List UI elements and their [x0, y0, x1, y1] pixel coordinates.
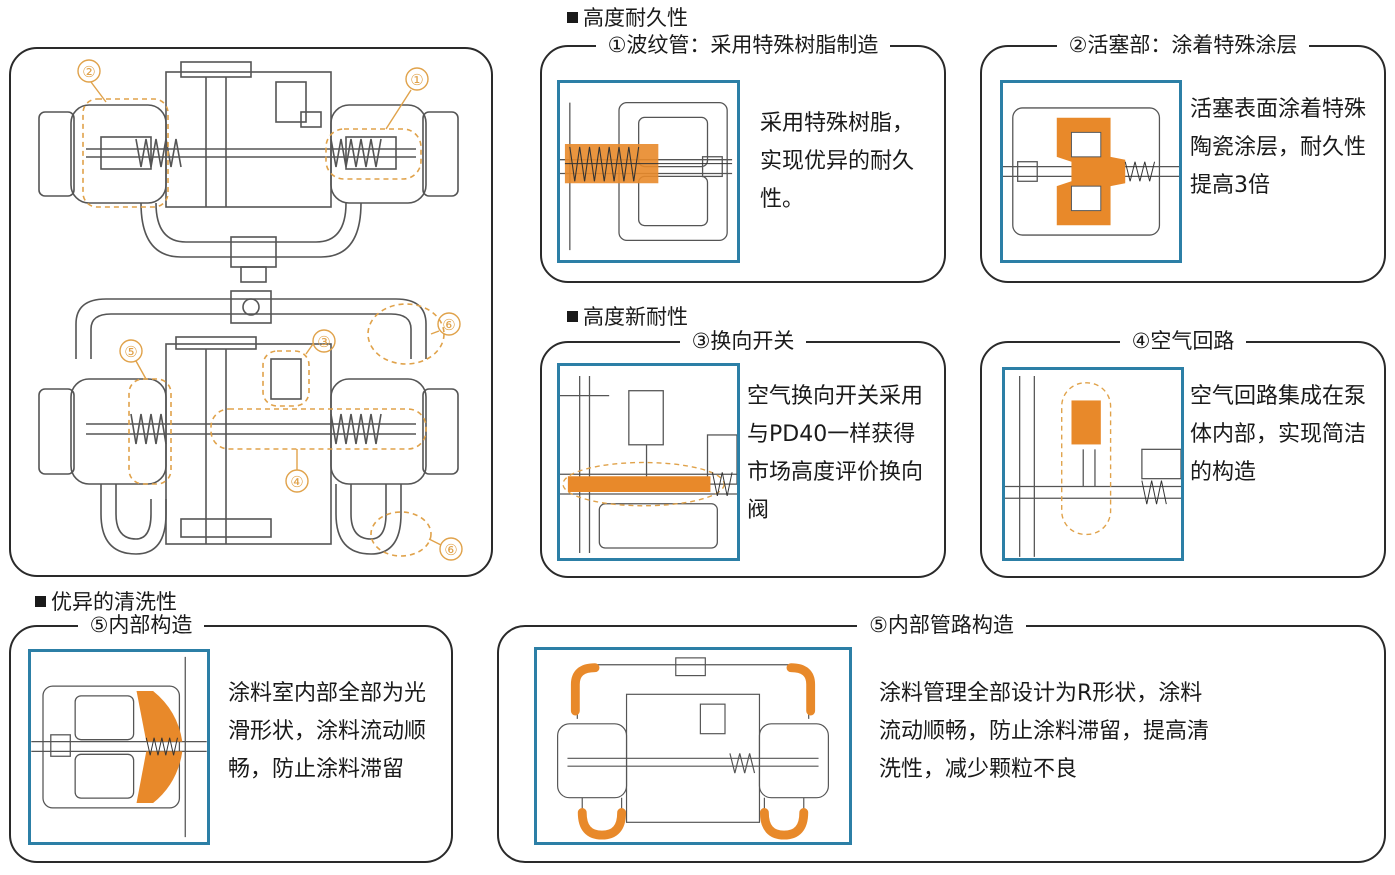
feature-air-circuit: ④空气回路 空气回路集成在泵 体内部，实现简洁 的构造: [980, 329, 1386, 578]
feature-air-circuit-desc: 空气回路集成在泵 体内部，实现简洁 的构造: [1190, 384, 1367, 485]
feature-interior-desc: 涂料室内部全部为光 滑形状，涂料流动顺 畅，防止涂料滞留: [228, 681, 427, 782]
feature-bellows: ①波纹管：采用特殊树脂制造 采用特殊树脂， 实现优异的耐久 性。: [540, 33, 946, 283]
marker-4: ④: [290, 473, 303, 491]
feature-bellows-desc: 采用特殊树脂， 实现优异的耐久 性。: [760, 111, 915, 212]
marker-6-top: ⑥: [442, 316, 455, 334]
marker-1: ①: [410, 71, 423, 89]
feature-interior-title: ⑤内部构造: [77, 613, 205, 637]
feature-piston-title: ②活塞部：涂着特殊涂层: [1056, 33, 1310, 57]
air-circuit-image: [1002, 367, 1184, 561]
feature-piping-desc: 涂料管理全部设计为R形状，涂料 流动顺畅，防止涂料滞留，提高清 洗性，减少颗粒不…: [879, 681, 1210, 782]
overview-box: ② ①: [9, 47, 493, 577]
feature-interior: ⑤内部构造 涂料室内部全部为光 滑形状，涂料流动顺 畅，防止涂料滞留: [9, 613, 453, 863]
feature-air-circuit-title: ④空气回路: [1119, 329, 1247, 353]
feature-piston-desc: 活塞表面涂着特殊 陶瓷涂层，耐久性 提高3倍: [1190, 97, 1367, 198]
marker-3: ③: [317, 333, 330, 351]
feature-bellows-title: ①波纹管：采用特殊树脂制造: [595, 33, 891, 57]
interior-image: [28, 649, 210, 845]
section-cleaning: 优异的清洗性: [35, 589, 177, 615]
feature-switch: ③换向开关 空气换向开关采用 与PD40一样获得 市场高度评价换向 阀: [540, 329, 946, 578]
piston-image: [1000, 80, 1182, 263]
switch-image: [557, 363, 740, 561]
pump-diagram-bottom: ⑤ ③ ④ ⑥ ⑥: [31, 269, 471, 569]
marker-5: ⑤: [124, 343, 137, 361]
section-new-durability: 高度新耐性: [567, 304, 688, 330]
bellows-image: [557, 80, 740, 263]
feature-piping: ⑤内部管路构造 涂料管理全部: [497, 613, 1386, 863]
piping-image: [534, 647, 852, 845]
feature-piping-title: ⑤内部管路构造: [857, 613, 1026, 637]
pump-diagram-top: ② ①: [31, 57, 471, 287]
feature-piston: ②活塞部：涂着特殊涂层 活塞表面涂着特殊 陶瓷涂层，耐久性 提高3倍: [980, 33, 1386, 283]
feature-switch-desc: 空气换向开关采用 与PD40一样获得 市场高度评价换向 阀: [747, 384, 924, 523]
marker-2: ②: [82, 63, 95, 81]
section-durability: 高度耐久性: [567, 5, 688, 31]
marker-6-bottom: ⑥: [444, 541, 457, 559]
feature-switch-title: ③换向开关: [679, 329, 807, 353]
